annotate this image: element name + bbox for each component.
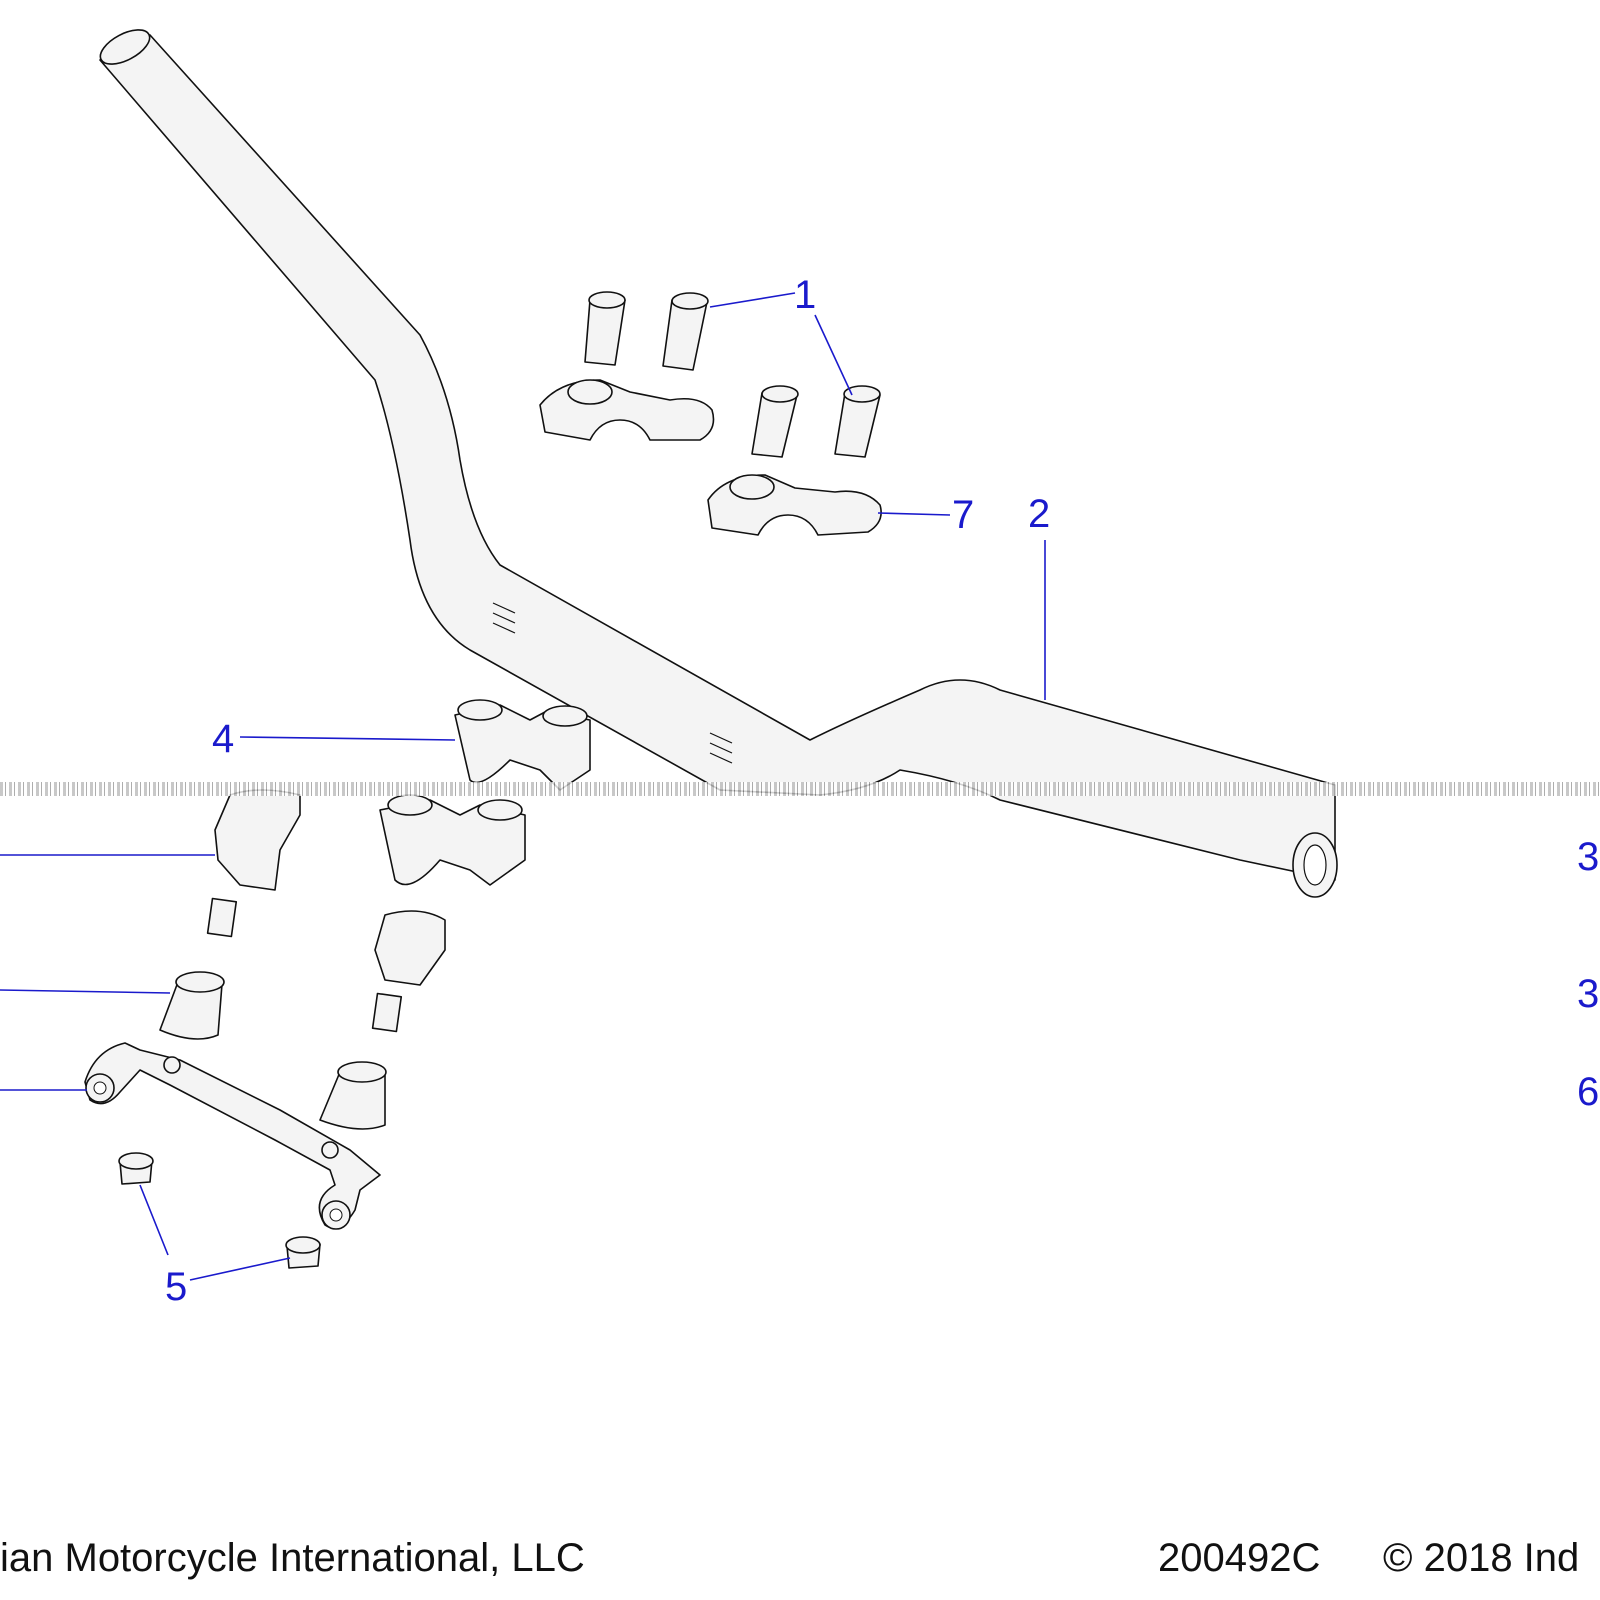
callout-7: 7 <box>952 493 974 537</box>
bolt-2 <box>662 292 709 371</box>
callout-6: 6 <box>1577 1070 1599 1114</box>
bolt-3 <box>751 385 799 458</box>
riser-stud-right <box>371 910 446 1033</box>
handlebar-tube <box>99 29 1338 898</box>
nut-2 <box>285 1236 321 1269</box>
footer-drawing-code: 200492C <box>1158 1536 1321 1580</box>
bolt-4 <box>834 385 881 458</box>
callout-5: 5 <box>165 1265 187 1309</box>
riser-right <box>379 794 526 886</box>
clamp-bolts <box>584 291 881 458</box>
top-clamp-upper <box>539 379 715 441</box>
riser-stud-left <box>206 789 301 938</box>
nut-1 <box>118 1152 154 1185</box>
bolt-1 <box>584 291 626 366</box>
callout-4: 4 <box>212 717 234 761</box>
callout-3-upper: 3 <box>1577 835 1599 879</box>
footer-copyright: © 2018 Ind <box>1383 1536 1580 1580</box>
top-clamp-lower <box>707 474 882 536</box>
callout-3-lower: 3 <box>1577 972 1599 1016</box>
footer-company: ian Motorcycle International, LLC <box>0 1536 585 1580</box>
knurl-marks <box>492 602 733 764</box>
mounting-bracket <box>84 1042 381 1230</box>
riser-left <box>454 699 591 791</box>
rubber-bushing-upper <box>159 971 225 1040</box>
rubber-bushing-lower <box>319 1061 387 1130</box>
callout-1: 1 <box>794 273 816 317</box>
leader-lines <box>0 292 1046 1281</box>
scan-artifact-band <box>0 782 1600 796</box>
callout-2: 2 <box>1028 492 1050 536</box>
